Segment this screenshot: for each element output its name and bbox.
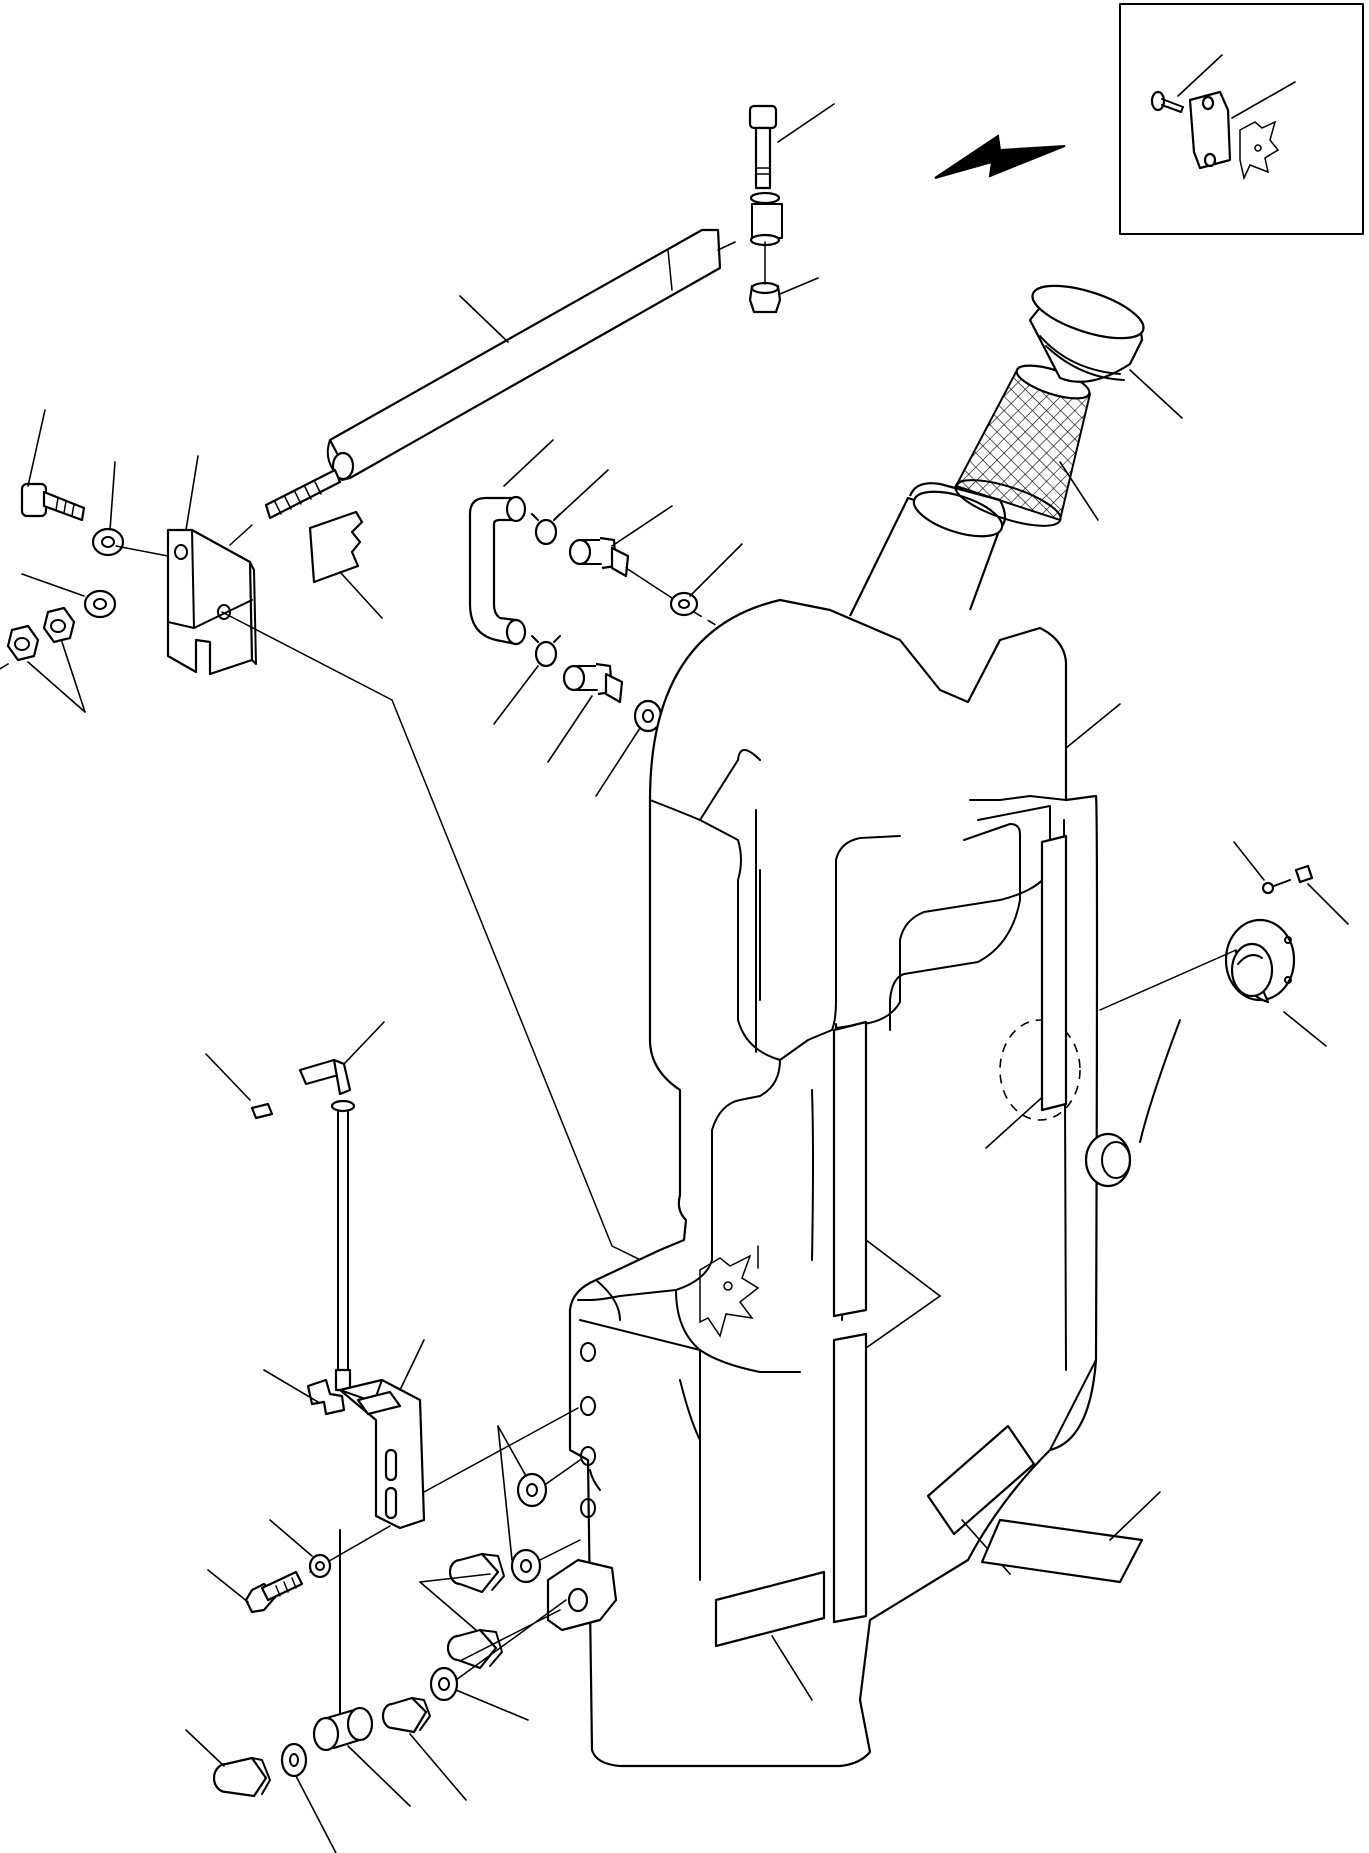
block-washer-icon — [510, 1472, 548, 1584]
left-nut-icon — [6, 606, 76, 662]
left-washer-icon — [91, 527, 125, 557]
rod-bracket-washer-icon — [308, 1553, 332, 1579]
hose-clamp-icon — [531, 513, 561, 668]
level-sender-icon — [1084, 918, 1296, 1188]
strainer-icon — [954, 364, 1092, 527]
drain-fitting-icon — [381, 1696, 431, 1734]
rod-bracket-icon — [306, 1378, 426, 1530]
tank-pad-lower-icon — [832, 1332, 868, 1624]
weld-patch-icon — [699, 1245, 760, 1338]
loose-pad-1-icon — [926, 1424, 1036, 1536]
strap-bolt-icon — [748, 104, 778, 190]
tank-pad-bottom-icon — [714, 1570, 826, 1648]
inset-bracket-icon — [1188, 90, 1232, 170]
drain-plug-washer-icon — [280, 1742, 308, 1778]
inset-bolt-icon — [1150, 90, 1184, 113]
drain-washer-icon — [429, 1666, 459, 1702]
drain-adapter-icon — [312, 1706, 374, 1752]
left-bracket-icon — [166, 528, 257, 676]
control-rod-icon — [250, 1058, 356, 1392]
left-washer-2-icon — [83, 589, 117, 619]
strap-washer-icon — [749, 191, 783, 247]
filler-cap-icon — [1028, 284, 1145, 383]
sender-screw-icon — [1261, 864, 1314, 895]
arrow-to-inset-icon — [934, 134, 1066, 179]
fitting-washer-icon — [633, 591, 699, 733]
inset-weld-patch — [1239, 120, 1280, 181]
tank-pad-upper-icon — [1040, 834, 1068, 1112]
hose-fitting-icon — [562, 536, 630, 704]
loose-pad-2-icon — [980, 1518, 1144, 1584]
inset-detail-box — [1119, 3, 1364, 235]
strap-nut-icon — [748, 281, 782, 314]
breather-hose-icon — [468, 495, 527, 646]
rod-bracket-bolt-icon — [244, 1570, 304, 1614]
drain-plug-icon — [212, 1756, 271, 1798]
left-bolt-icon — [20, 482, 86, 522]
tank-pad-middle-icon — [832, 1020, 868, 1318]
tank-strap-icon — [264, 228, 722, 520]
rubber-pad-icon — [308, 510, 364, 584]
